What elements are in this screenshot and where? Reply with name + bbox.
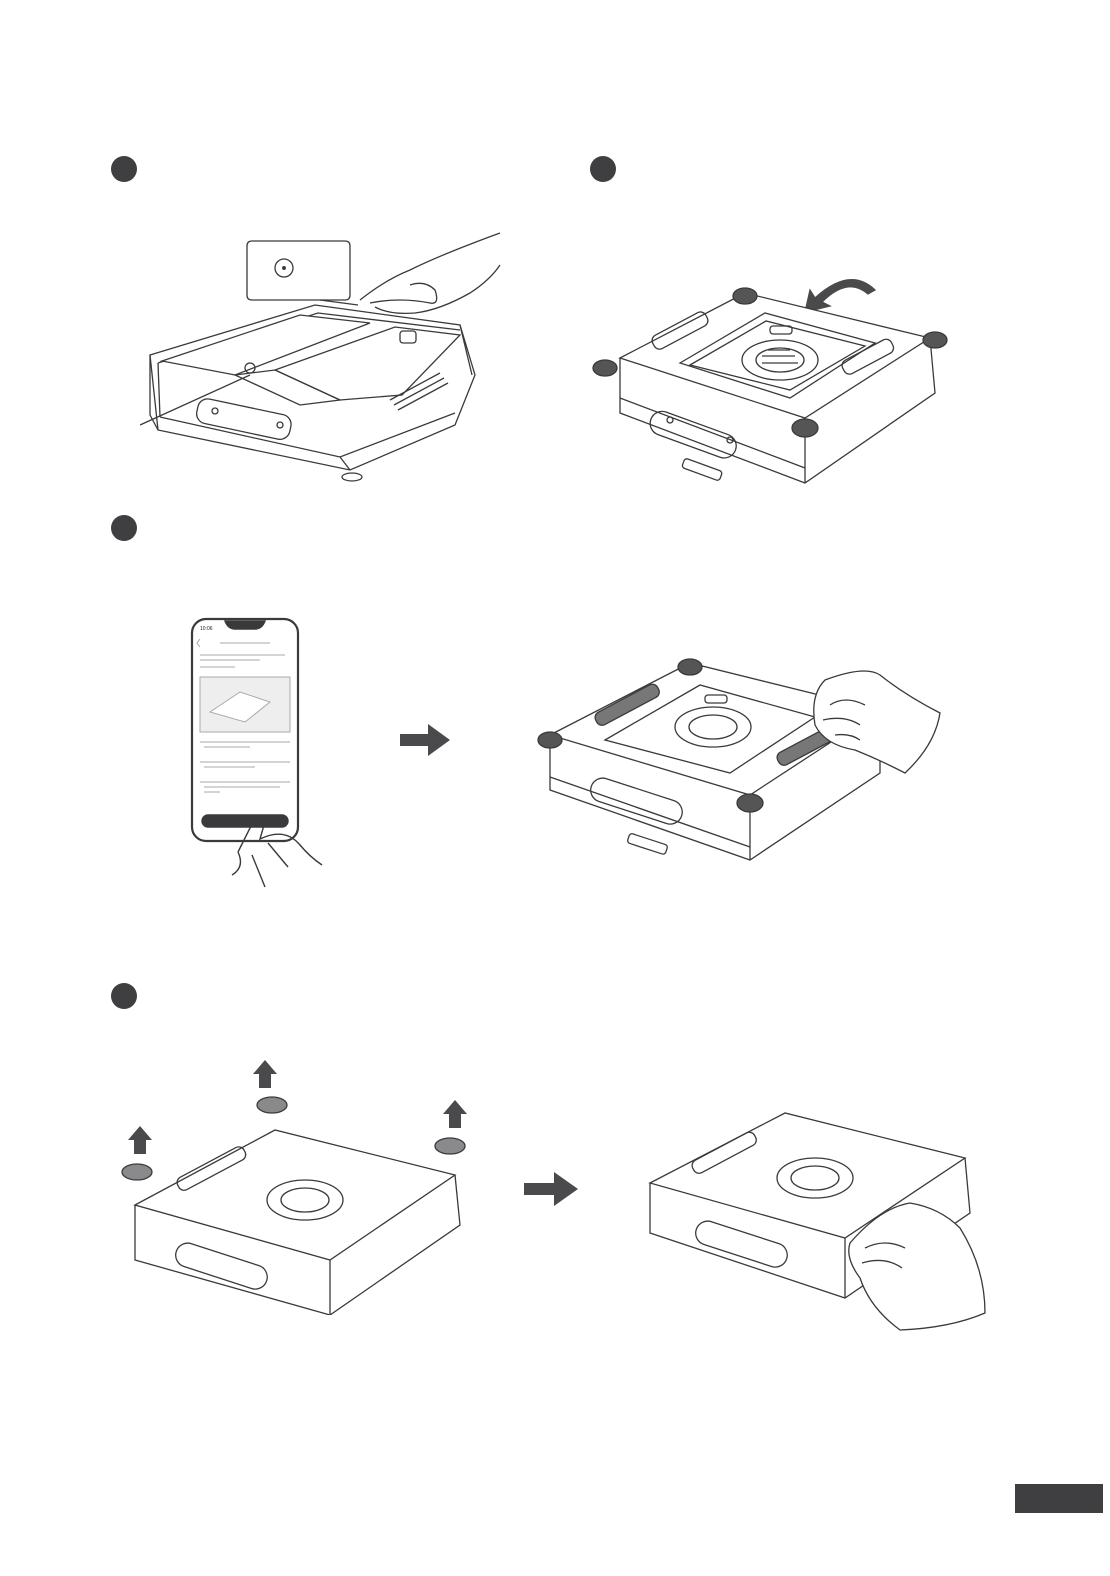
rotate-arrow-icon xyxy=(805,280,875,312)
step-3-badge xyxy=(111,515,137,541)
phone-status-time: 10:06 xyxy=(200,626,213,632)
step-3-wipe-illustration xyxy=(535,655,955,870)
step-4-badge xyxy=(111,983,137,1009)
step-1-badge xyxy=(111,156,137,182)
step-4-wipe-illustration xyxy=(640,1108,1000,1338)
step-2-illustration xyxy=(590,268,960,498)
page-number-tab xyxy=(1015,1484,1103,1513)
power-button-callout xyxy=(247,241,358,305)
step-4-remove-pads-illustration xyxy=(115,1060,475,1315)
step-3-phone-illustration: 10:06 xyxy=(190,617,350,892)
step-1-illustration xyxy=(140,225,510,495)
next-arrow-icon-2 xyxy=(524,1172,578,1206)
next-arrow-icon xyxy=(400,724,450,756)
step-2-badge xyxy=(590,156,616,182)
